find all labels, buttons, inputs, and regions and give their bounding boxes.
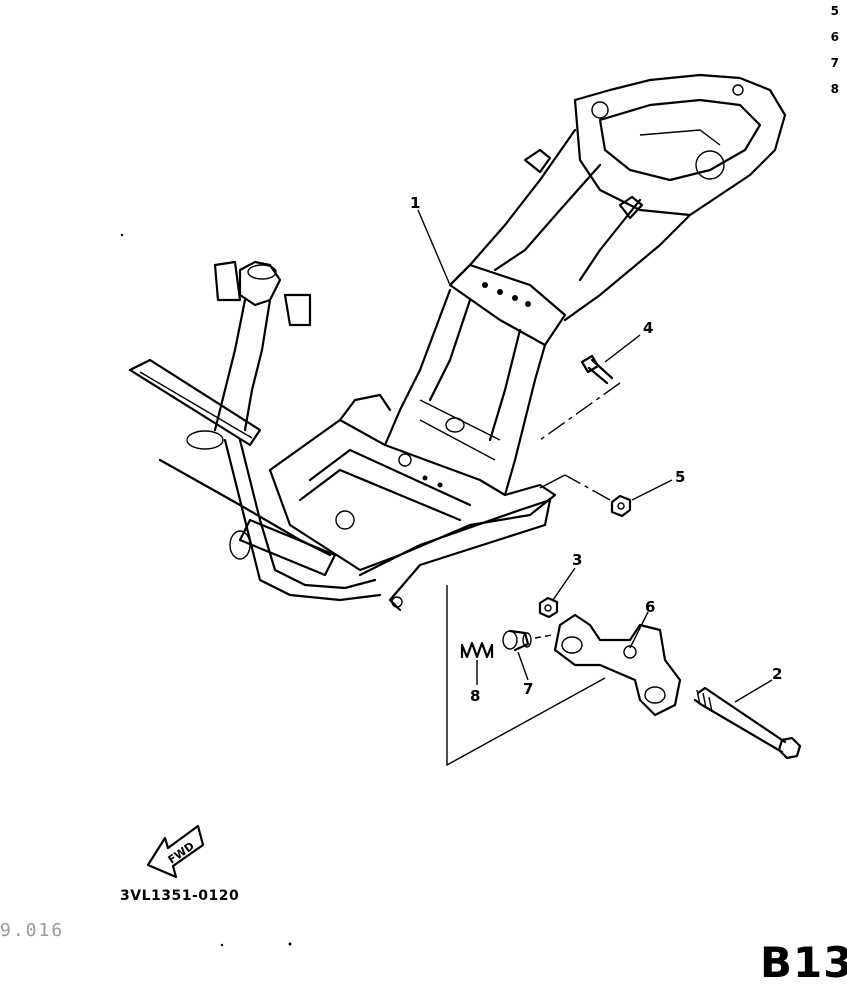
- callout-8: 8: [470, 687, 480, 705]
- scan-dot: [220, 943, 224, 947]
- leader-line-4: [604, 334, 641, 363]
- callout-1: 1: [410, 194, 420, 212]
- assembly-bracket-line: [446, 585, 606, 767]
- scan-dot: [288, 942, 292, 946]
- leader-line-5: [631, 479, 673, 501]
- callout-4: 4: [643, 319, 653, 337]
- main-frame: [128, 73, 787, 612]
- dash-line-4: [539, 382, 621, 441]
- part-7-collar: [502, 629, 532, 652]
- callout-7: 7: [523, 680, 533, 698]
- part-2-long-bolt: [693, 686, 802, 760]
- part-5-nut: [610, 494, 632, 518]
- scan-dot: [120, 233, 124, 237]
- callout-3: 3: [572, 551, 582, 569]
- leader-line-7: [517, 651, 529, 681]
- part-8-spring: [460, 641, 494, 659]
- dash-line-7: [534, 634, 553, 639]
- callout-2: 2: [772, 665, 782, 683]
- fwd-arrow-icon: [146, 824, 205, 879]
- side-index-7: 7: [830, 56, 839, 70]
- side-index-6: 6: [830, 30, 839, 44]
- leader-line-3: [552, 567, 576, 601]
- part-4-bolt: [580, 354, 614, 385]
- part-code: 3VL1351-0120: [120, 888, 240, 904]
- side-index-8: 8: [830, 82, 839, 96]
- part-3-nut: [538, 596, 559, 619]
- dash-line-5: [564, 474, 611, 501]
- side-index-5: 5: [830, 4, 839, 18]
- page-reference: B13: [760, 938, 847, 987]
- scan-stamp: 9.016: [0, 920, 65, 941]
- dash-line-5b: [539, 474, 566, 489]
- leader-line-2: [734, 679, 773, 703]
- leader-line-1: [417, 209, 451, 286]
- callout-6: 6: [645, 598, 655, 616]
- callout-5: 5: [675, 468, 685, 486]
- part-6-bracket: [553, 613, 682, 717]
- fwd-label: FWD: [166, 839, 197, 866]
- leader-line-6: [629, 611, 649, 649]
